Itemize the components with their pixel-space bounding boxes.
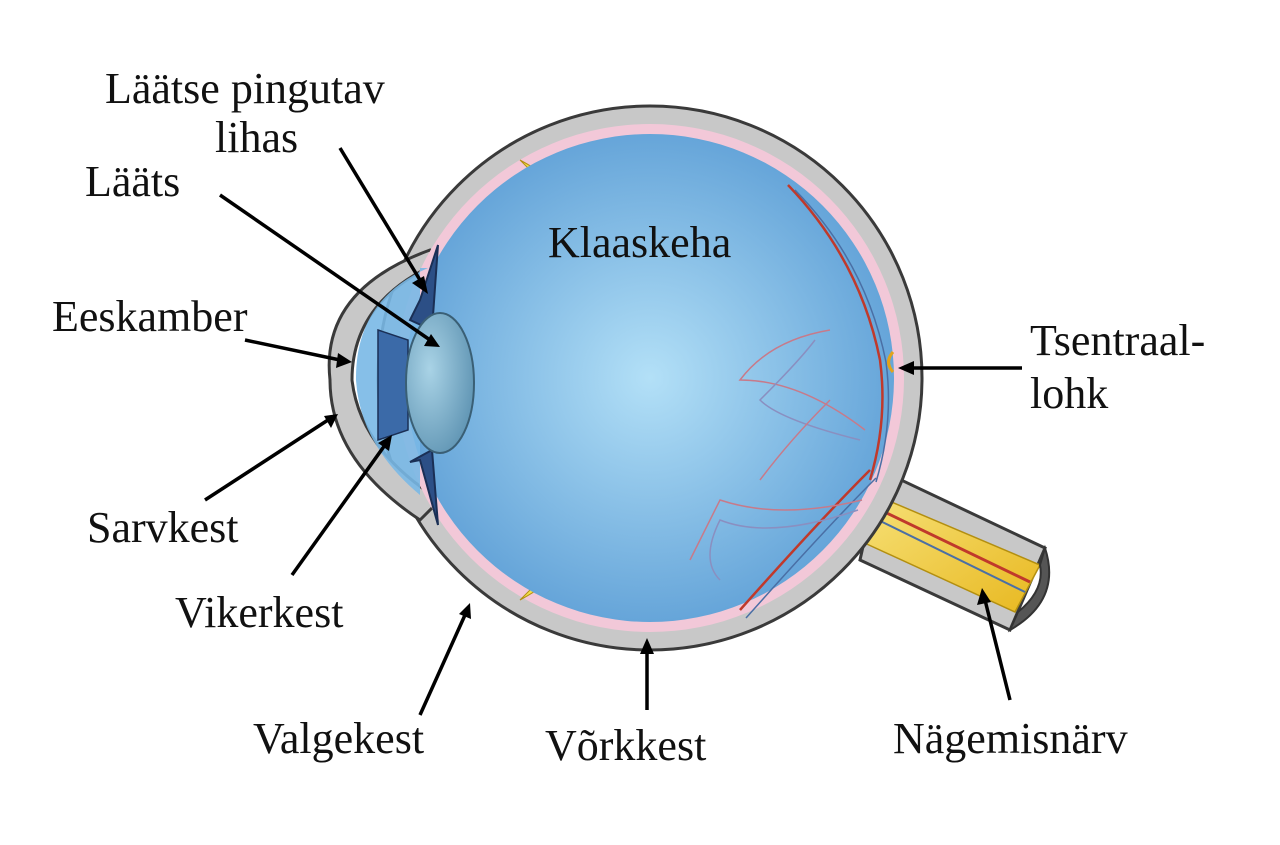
label-fovea-line1: Tsentraal- bbox=[1030, 316, 1205, 365]
vitreous-body bbox=[406, 134, 894, 622]
iris bbox=[377, 244, 439, 526]
fovea-dip bbox=[887, 350, 895, 374]
lens-shape bbox=[405, 312, 475, 454]
label-iris: Vikerkest bbox=[175, 588, 343, 637]
label-fovea-line2: lohk bbox=[1030, 369, 1108, 418]
retinal-blood-vessels bbox=[689, 184, 890, 619]
optic-nerve bbox=[857, 467, 1051, 633]
label-ciliary-muscle-line1: Läätse pingutav bbox=[105, 64, 385, 113]
label-cornea: Sarvkest bbox=[87, 503, 239, 552]
cornea-layer bbox=[327, 248, 443, 522]
label-optic-nerve: Nägemisnärv bbox=[893, 714, 1128, 763]
pointer-arrows bbox=[204, 147, 1022, 716]
label-ciliary-muscle-line2: lihas bbox=[215, 113, 298, 162]
label-anterior-chamber: Eeskamber bbox=[52, 292, 248, 341]
label-sclera: Valgekest bbox=[253, 714, 424, 763]
label-vitreous-body: Klaaskeha bbox=[548, 218, 731, 267]
label-lens: Lääts bbox=[85, 157, 180, 206]
label-retina: Võrkkest bbox=[545, 721, 706, 770]
